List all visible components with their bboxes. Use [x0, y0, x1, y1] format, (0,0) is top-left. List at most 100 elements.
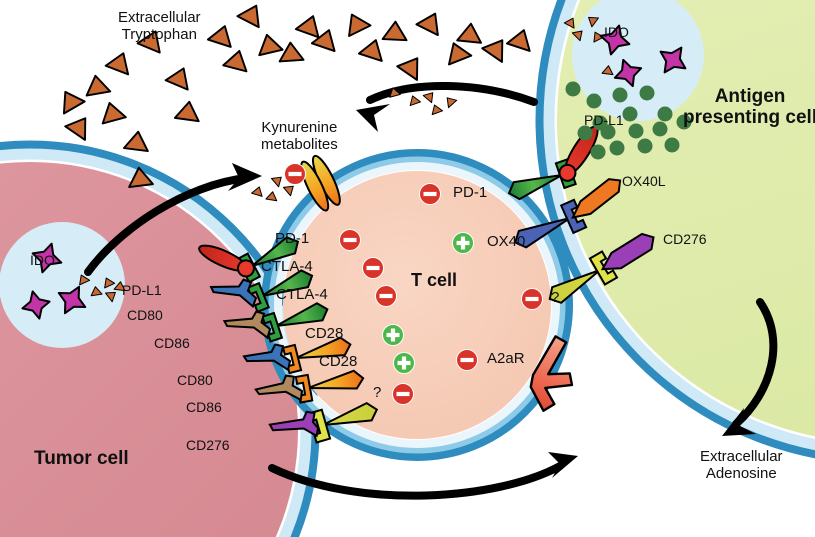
tryptophan-triangle-small: [265, 191, 278, 202]
receptor-label-tumor-cd276-5: CD276: [186, 437, 230, 453]
antigen-presenting-cell-label: Antigen presenting cell: [683, 86, 815, 129]
tryptophan-triangle-small: [113, 281, 126, 292]
kynurenine-transporter[interactable]: [297, 153, 345, 213]
adenosine-dot: [628, 123, 644, 139]
t-cell-marker-label-ctla4-4: CTLA-4: [276, 286, 328, 303]
t-cell-marker-sign-a2ar-9: [456, 349, 478, 371]
t-cell-marker-label-unknown-8: ?: [551, 289, 560, 306]
adenosine-dot: [639, 85, 655, 101]
tryptophan-triangle: [348, 13, 372, 38]
tryptophan-triangle: [294, 15, 320, 39]
ido-star: [599, 24, 631, 56]
t-cell-marker-sign-unknown-8: [521, 288, 543, 310]
arrow-apc-to-adenosine: [722, 298, 778, 436]
tryptophan-triangle: [136, 30, 161, 54]
adenosine-dot: [600, 124, 616, 140]
tryptophan-triangle: [173, 100, 200, 123]
tryptophan-triangle-small: [104, 277, 116, 289]
t-cell-label: T cell: [411, 270, 458, 290]
tryptophan-triangle-small: [446, 97, 458, 109]
receptor-pair-ox40l-ox40[interactable]: [509, 174, 625, 256]
tryptophan-triangle: [62, 90, 86, 115]
tryptophan-triangle-small: [251, 186, 263, 197]
tryptophan-triangle-small: [601, 65, 614, 76]
receptor-label-tumor-cd80-3: CD80: [177, 372, 213, 388]
ido-star: [613, 58, 643, 88]
tryptophan-triangle: [357, 39, 383, 62]
tryptophan-triangle-small: [571, 30, 583, 42]
t-cell-marker-sign-pd1-2: [339, 229, 361, 251]
t-cell-marker-label-pd1-2: PD-1: [275, 230, 310, 247]
adenosine-dot: [565, 81, 581, 97]
tryptophan-triangle: [123, 130, 149, 153]
receptor-label-tumor-pd-l1-0: PD-L1: [122, 282, 162, 298]
adenosine-dot: [609, 140, 625, 156]
receptor-label-tumor-cd86-2: CD86: [154, 335, 190, 351]
t-cell-marker-sign-ox40-1: [452, 232, 474, 254]
adenosine-dot: [586, 93, 602, 109]
t-cell-marker-label-cd28-5: CD28: [305, 325, 344, 342]
tryptophan-triangle: [206, 25, 232, 48]
tryptophan-triangle: [481, 39, 504, 63]
antigen-presenting-cell[interactable]: [535, 0, 815, 460]
tryptophan-triangle-small: [90, 286, 103, 297]
receptor-pair-cd276-unknown-tumor[interactable]: [268, 395, 381, 444]
t-cell-marker-sign-cd28-5: [382, 324, 404, 346]
ido-star: [659, 46, 687, 74]
tryptophan-triangle: [396, 57, 419, 81]
extracellular-tryptophan-label: Extracellular Tryptophan: [118, 9, 201, 43]
t-cell-marker-sign-pd1-0: [419, 183, 441, 205]
tryptophan-triangle: [448, 42, 473, 66]
adenosine-dot: [676, 114, 692, 130]
tryptophan-triangle: [128, 166, 154, 188]
tryptophan-triangle-small: [422, 92, 434, 104]
t-cell-marker-label-ox40-1: OX40: [487, 233, 526, 250]
receptor-pair-cd276-unknown-apc[interactable]: [542, 230, 658, 312]
receptor-pair-pdl1-pd1-tumor[interactable]: [196, 230, 304, 284]
ido-star: [21, 290, 51, 320]
extracellular-adenosine-label: Extracellular Adenosine: [700, 448, 783, 482]
apc-ido-label: IDO: [604, 24, 629, 40]
arrow-tumor-ido-to-kynurenine: [84, 163, 262, 276]
kynurenine-metabolites-label: Kynurenine metabolites: [261, 119, 338, 153]
tryptophan-triangle: [310, 29, 336, 53]
a2ar-receptor[interactable]: [523, 334, 586, 417]
tryptophan-triangle: [104, 52, 130, 76]
receptor-label-apc-pd-l1-0: PD-L1: [584, 112, 624, 128]
t-cell-marker-label-unknown-7: ?: [373, 384, 382, 401]
t-cell-marker-sign-unknown-7: [392, 383, 414, 405]
adenosine-dot: [612, 87, 628, 103]
tryptophan-triangle: [278, 41, 305, 63]
tryptophan-triangle: [101, 102, 127, 125]
adenosine-dot: [652, 121, 668, 137]
tryptophan-triangle-small: [105, 291, 116, 303]
tryptophan-triangle-small: [563, 17, 575, 29]
tryptophan-triangle: [164, 67, 189, 91]
receptor-pair-cd86-ctla4-tumor[interactable]: [222, 297, 331, 343]
receptor-pair-cd86-cd28-tumor[interactable]: [254, 365, 365, 404]
tryptophan-triangle-small: [270, 176, 282, 188]
tryptophan-triangle: [456, 22, 483, 44]
ido-star: [57, 285, 87, 315]
tryptophan-triangle-small: [389, 87, 401, 98]
t-cell-marker-sign-ctla4-4: [375, 285, 397, 307]
t-cell-marker-sign-ctla4-3: [362, 257, 384, 279]
tryptophan-triangle-small: [588, 16, 599, 28]
tryptophan-triangle: [381, 20, 408, 42]
tryptophan-triangle: [505, 29, 531, 52]
receptor-label-apc-ox40l-1: OX40L: [622, 173, 666, 189]
tryptophan-triangle-small: [593, 31, 605, 43]
sign-layer: [284, 163, 543, 405]
tryptophan-triangle: [64, 117, 87, 141]
receptor-label-apc-cd276-2: CD276: [663, 231, 707, 247]
tryptophan-triangle-small: [79, 274, 91, 286]
receptor-pair-cd80-cd28-tumor[interactable]: [242, 332, 353, 375]
adenosine-dot: [590, 144, 606, 160]
t-cell-marker-label-a2ar-9: A2aR: [487, 350, 525, 367]
receptor-pair-cd80-ctla4-tumor[interactable]: [209, 264, 317, 314]
molecule-layer: [21, 4, 692, 320]
tryptophan-triangle: [236, 4, 260, 29]
adenosine-dot: [657, 106, 673, 122]
